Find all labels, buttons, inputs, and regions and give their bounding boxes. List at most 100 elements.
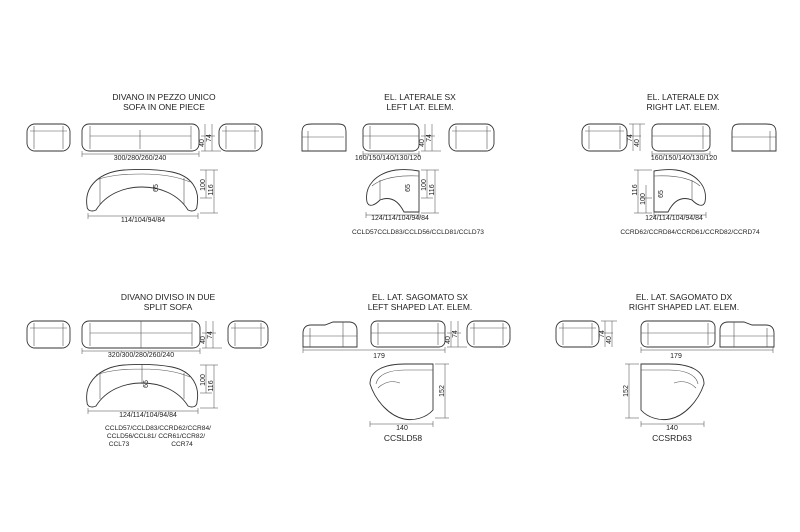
plan-view: 65	[653, 169, 706, 213]
dim-74: 74	[599, 330, 606, 338]
plan-dims: 100 116 124/114/104/94/84	[365, 169, 439, 222]
title-en: LEFT LAT. ELEM.	[386, 102, 453, 112]
plan-dims: 116 100 124/114/104/94/84	[632, 169, 707, 222]
dim-40: 40	[606, 336, 613, 344]
front-view	[81, 123, 200, 152]
product-codes-line2: CCLD56/CCL81/ CCR61/CCR82/	[107, 433, 205, 440]
side-view-left	[302, 321, 358, 348]
dim-74: 74	[207, 331, 214, 339]
dim-width: 160/150/140/130/120	[355, 151, 421, 162]
side-view-right	[466, 320, 511, 348]
width-dim: 179	[670, 353, 682, 360]
title-it: EL. LATERALE DX	[647, 92, 719, 102]
dim-40: 40	[199, 139, 206, 147]
title-en: SOFA IN ONE PIECE	[123, 102, 205, 112]
dim-116: 116	[632, 184, 639, 195]
plan-view	[369, 363, 434, 421]
dim-116: 116	[208, 184, 215, 195]
product-codes: CCLD57CCLD83/CCLD56/CCLD81/CCLD73	[352, 229, 484, 236]
plan-width: 140	[396, 425, 408, 432]
dim-100: 100	[200, 179, 207, 191]
side-view-right	[448, 123, 495, 152]
product-codes: CCRD62/CCRD84/CCRD61/CCRD82/CCRD74	[620, 229, 760, 236]
title-it: DIVANO IN PEZZO UNICO	[112, 92, 216, 102]
inner-dim: 65	[143, 380, 150, 388]
plan-view: 65	[366, 169, 420, 213]
dim-116: 116	[429, 184, 436, 195]
product-codes-line1: CCLD57/CCLD83/CCRD62/CCR84/	[105, 425, 211, 432]
dim-width: 300/280/260/240	[81, 151, 200, 162]
side-view-right	[731, 123, 777, 152]
dim-100: 100	[200, 374, 207, 386]
width-dim: 320/300/280/260/240	[108, 352, 174, 359]
front-view	[640, 320, 716, 348]
product-codes-line3: CCL73	[109, 441, 130, 448]
inner-dim: 65	[658, 190, 665, 198]
title-it: EL. LAT. SAGOMATO SX	[372, 292, 468, 302]
width-dim: 179	[373, 353, 385, 360]
dim-74: 74	[452, 330, 459, 338]
side-view-right	[719, 321, 775, 348]
front-view	[81, 320, 201, 349]
title-en: SPLIT SOFA	[144, 302, 193, 312]
dim-40: 40	[419, 139, 426, 147]
side-view-right	[218, 123, 263, 152]
side-view-left	[555, 320, 600, 348]
dim-width: 179	[302, 347, 446, 360]
group-right-lat: EL. LATERALE DX RIGHT LAT. ELEM. 74 40 1…	[581, 92, 777, 236]
title-it: DIVANO DIVISO IN DUE	[121, 292, 216, 302]
group-left-lat: EL. LATERALE SX LEFT LAT. ELEM. 40 74 16…	[301, 92, 495, 236]
group-left-shaped: EL. LAT. SAGOMATO SX LEFT SHAPED LAT. EL…	[302, 292, 511, 443]
dim-width: 320/300/280/260/240	[81, 348, 201, 359]
width-dim: 300/280/260/240	[114, 155, 167, 162]
title-it: EL. LATERALE SX	[384, 92, 456, 102]
width-dim: 160/150/140/130/120	[355, 155, 421, 162]
dim-height: 40 74	[419, 124, 441, 152]
product-code: CCSLD58	[384, 433, 423, 443]
group-one-piece: DIVANO IN PEZZO UNICO SOFA IN ONE PIECE …	[26, 92, 263, 224]
plan-width: 114/104/94/84	[121, 217, 165, 224]
dim-152: 152	[623, 385, 630, 397]
dim-74: 74	[426, 134, 433, 142]
dim-74: 74	[206, 134, 213, 142]
title-en: RIGHT SHAPED LAT. ELEM.	[629, 302, 739, 312]
title-it: EL. LAT. SAGOMATO DX	[636, 292, 733, 302]
front-view	[362, 123, 420, 152]
side-view-left	[26, 123, 71, 152]
side-view-left	[301, 123, 347, 152]
plan-view: 65	[86, 168, 199, 212]
dim-height: 40 74	[445, 321, 467, 348]
dim-100: 100	[640, 193, 647, 205]
inner-dim: 65	[153, 184, 160, 192]
plan-dims: 152 140	[369, 363, 449, 432]
side-view-right	[227, 320, 269, 349]
group-split: DIVANO DIVISO IN DUE SPLIT SOFA 40 74 32…	[26, 292, 269, 448]
front-view	[651, 123, 711, 152]
front-view	[370, 320, 446, 348]
title-en: LEFT SHAPED LAT. ELEM.	[368, 302, 473, 312]
title-en: RIGHT LAT. ELEM.	[647, 102, 720, 112]
dim-40: 40	[445, 336, 452, 344]
plan-width: 140	[666, 425, 678, 432]
dim-height: 74 40	[599, 320, 617, 347]
plan-width: 124/114/104/94/84	[119, 412, 177, 419]
product-codes-line4: CCR74	[171, 441, 193, 448]
plan-dims: 100 116 114/104/94/84	[87, 169, 218, 224]
dim-74: 74	[627, 134, 634, 142]
plan-width: 124/114/104/94/84	[371, 215, 429, 222]
inner-dim: 65	[405, 184, 412, 192]
side-view-left	[581, 123, 628, 152]
dim-100: 100	[421, 179, 428, 191]
dim-height: 40 74	[199, 124, 221, 152]
dim-152: 152	[439, 385, 446, 397]
dim-height: 40 74	[200, 321, 222, 349]
side-view-left	[26, 320, 71, 349]
dim-40: 40	[200, 336, 207, 344]
product-code: CCSRD63	[652, 433, 692, 443]
plan-view	[640, 363, 705, 421]
dim-width: 179	[640, 347, 774, 360]
plan-dims: 152 140	[623, 363, 705, 432]
plan-width: 124/114/104/94/84	[645, 215, 703, 222]
dim-116: 116	[208, 380, 215, 391]
